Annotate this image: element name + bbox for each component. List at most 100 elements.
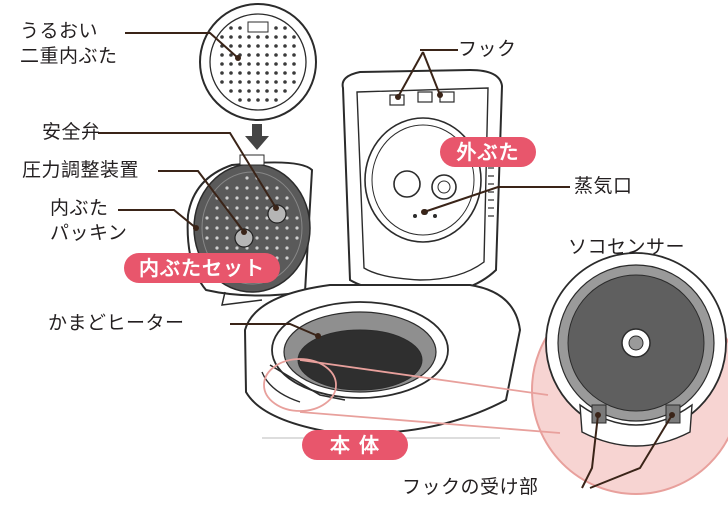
- inner-lid-hole: [265, 246, 269, 250]
- steam-hole: [256, 62, 260, 66]
- label-steam-vent: 蒸気口: [574, 175, 633, 197]
- steam-hole: [274, 71, 278, 75]
- inner-lid-hole: [275, 246, 279, 250]
- inner-lid-hole: [225, 196, 229, 200]
- label-uruoi-line2: 二重内ぶた: [20, 45, 118, 67]
- badge-body: 本 体: [302, 430, 408, 460]
- steam-hole: [256, 98, 260, 102]
- steam-hole: [229, 62, 233, 66]
- label-kamado-heater: かまどヒーター: [48, 312, 185, 334]
- steam-hole: [229, 35, 233, 39]
- steam-hole: [265, 44, 269, 48]
- inner-lid-hole: [275, 226, 279, 230]
- steam-hole: [256, 53, 260, 57]
- zoom-detail-illustration: [531, 252, 728, 495]
- steam-hole: [265, 71, 269, 75]
- steam-hole: [247, 44, 251, 48]
- label-packing-line1: 内ぶた: [50, 197, 109, 219]
- steam-hole: [229, 53, 233, 57]
- steam-hole: [256, 89, 260, 93]
- steam-hole: [265, 98, 269, 102]
- steam-hole: [265, 89, 269, 93]
- inner-lid-hole: [235, 196, 239, 200]
- steam-hole: [274, 80, 278, 84]
- steam-hole: [238, 44, 242, 48]
- inner-lid-hole: [285, 226, 289, 230]
- inner-lid-hole: [245, 196, 249, 200]
- label-safety-valve: 安全弁: [42, 121, 101, 143]
- inner-lid-hole: [225, 216, 229, 220]
- steam-hole: [256, 35, 260, 39]
- steam-hole: [247, 80, 251, 84]
- inner-lid-hole: [265, 206, 269, 210]
- steam-hole: [283, 71, 287, 75]
- inner-lid-hole: [225, 186, 229, 190]
- label-packing-line2: パッキン: [50, 222, 128, 244]
- inner-lid-hole: [285, 246, 289, 250]
- steam-hole: [220, 71, 224, 75]
- steam-hole: [274, 35, 278, 39]
- inner-lid-hole: [245, 186, 249, 190]
- steam-hole: [229, 89, 233, 93]
- double-inner-lid-illustration: [199, 3, 317, 121]
- steam-hole: [274, 62, 278, 66]
- inner-lid-hole: [205, 216, 209, 220]
- steam-hole: [283, 62, 287, 66]
- zoom-connector-line: [299, 411, 561, 434]
- inner-lid-hole: [245, 206, 249, 210]
- steam-hole: [256, 44, 260, 48]
- label-hook-receiver: フックの受け部: [402, 476, 539, 498]
- steam-hole: [283, 26, 287, 30]
- steam-hole: [265, 62, 269, 66]
- inner-lid-hole: [255, 206, 259, 210]
- steam-hole: [274, 44, 278, 48]
- badge-inner-lid-set: 内ぶたセット: [124, 253, 280, 283]
- inner-lid-hole: [215, 206, 219, 210]
- steam-hole: [274, 98, 278, 102]
- inner-lid-hole: [275, 236, 279, 240]
- inner-lid-hole: [285, 236, 289, 240]
- inner-lid-hole: [265, 226, 269, 230]
- inner-lid-hole: [295, 226, 299, 230]
- steam-hole: [292, 80, 296, 84]
- steam-hole: [229, 80, 233, 84]
- steam-hole: [283, 80, 287, 84]
- inner-lid-hole: [255, 216, 259, 220]
- inner-lid-hole: [255, 226, 259, 230]
- steam-hole: [247, 89, 251, 93]
- inner-lid-hole: [265, 196, 269, 200]
- steam-hole: [238, 71, 242, 75]
- steam-hole: [247, 98, 251, 102]
- leader-dots: [193, 55, 675, 418]
- steam-hole: [247, 71, 251, 75]
- inner-lid-hole: [285, 216, 289, 220]
- steam-hole: [292, 35, 296, 39]
- inner-lid-hole: [275, 186, 279, 190]
- inner-lid-hole: [255, 186, 259, 190]
- zoom-source-ellipse: [263, 358, 337, 412]
- steam-hole: [274, 26, 278, 30]
- inner-lid-hole: [255, 246, 259, 250]
- inner-lid-hole: [265, 236, 269, 240]
- steam-hole: [238, 26, 242, 30]
- inner-lid-hole: [205, 236, 209, 240]
- steam-hole: [229, 71, 233, 75]
- inner-lid-hole: [285, 196, 289, 200]
- inner-lid-hole: [245, 176, 249, 180]
- inner-lid-hole: [235, 246, 239, 250]
- steam-hole: [247, 53, 251, 57]
- inner-lid-hole: [255, 236, 259, 240]
- steam-hole: [292, 44, 296, 48]
- steam-hole: [265, 35, 269, 39]
- steam-hole: [229, 26, 233, 30]
- label-pressure-regulator: 圧力調整装置: [22, 159, 140, 181]
- steam-hole: [238, 62, 242, 66]
- leader-lines: [98, 32, 673, 489]
- steam-hole: [292, 62, 296, 66]
- badge-outer-lid: 外ぶた: [440, 137, 536, 167]
- label-bottom-sensor: ソコセンサー: [568, 236, 686, 258]
- steam-hole: [220, 53, 224, 57]
- down-arrow-icon: [245, 124, 269, 150]
- steam-hole: [247, 62, 251, 66]
